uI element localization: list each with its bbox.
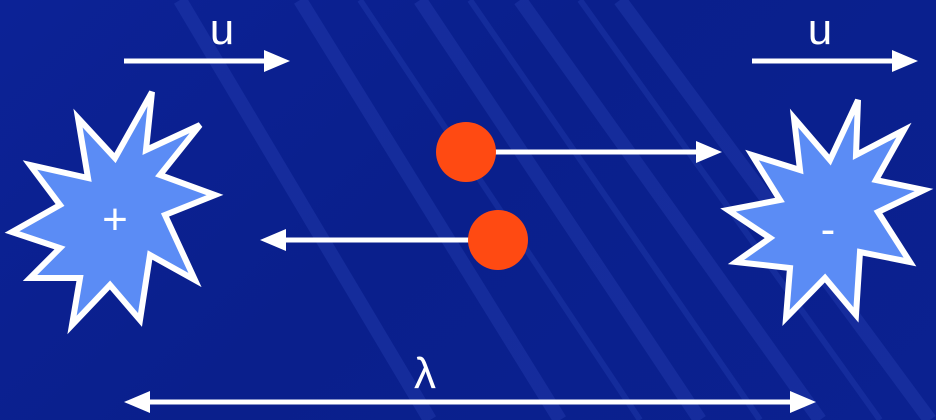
positive-charge-sign: + (102, 195, 128, 244)
velocity-label-left: u (210, 5, 234, 54)
velocity-label-right: u (808, 5, 832, 54)
velocity-arrow-right (752, 50, 918, 72)
particle-dot-lower (468, 210, 528, 270)
wavelength-label: λ (414, 349, 436, 398)
positive-charge-burst: + (4, 90, 224, 335)
wavelength-arrow (124, 391, 816, 413)
particle-left-moving (260, 210, 528, 270)
negative-charge-sign: - (821, 205, 836, 254)
velocity-arrow-left (124, 50, 290, 72)
particle-dot-upper (436, 122, 496, 182)
negative-charge-burst: - (720, 98, 934, 327)
particle-right-moving (436, 122, 722, 182)
